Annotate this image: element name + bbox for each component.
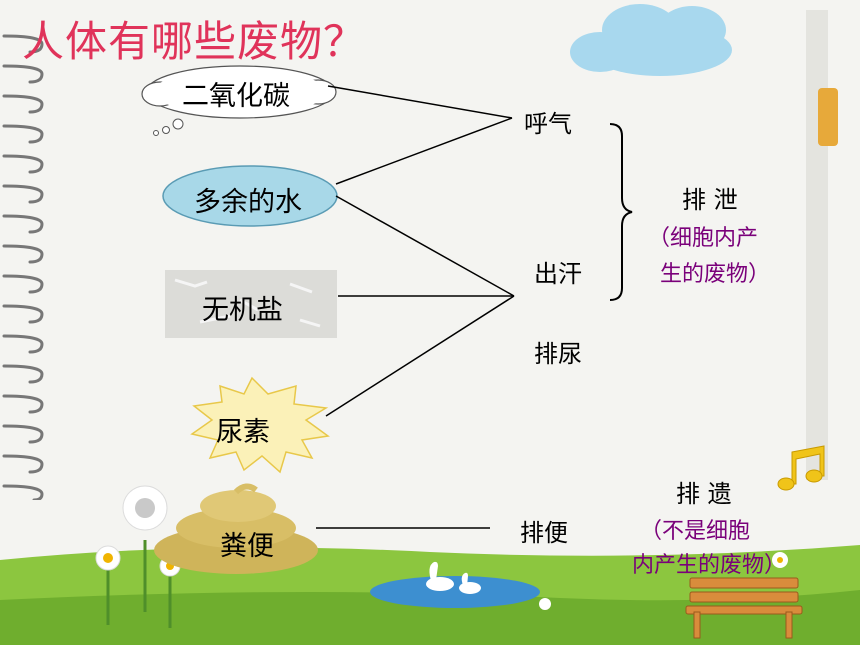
item-label-salt: 无机盐: [202, 295, 283, 326]
excretion-brace: [609, 123, 633, 301]
grass-shade: [0, 590, 860, 645]
bench-icon: [685, 577, 803, 639]
binder-rings: [2, 34, 44, 500]
egestion-heading: 排 遗: [676, 480, 732, 508]
egestion-note-line2: 内产生的废物）: [632, 553, 787, 578]
item-label-co2: 二氧化碳: [182, 81, 290, 112]
egestion-note-line1: （不是细胞: [640, 519, 751, 544]
salt-texture: [165, 270, 337, 338]
urea-burst: [190, 376, 330, 474]
cloud-icon: [570, 4, 732, 76]
pond: [370, 576, 540, 608]
bookmark-tab: [818, 88, 838, 146]
connector-lines: [316, 85, 515, 529]
thought-bubble: [141, 65, 337, 136]
excretion-heading: 排 泄: [682, 186, 738, 214]
page-title: 人体有哪些废物？: [22, 17, 367, 66]
swan-icon: [426, 561, 481, 594]
item-label-feces: 粪便: [220, 531, 274, 562]
process-urinate: 排尿: [534, 340, 582, 368]
music-note-icon: [777, 445, 825, 491]
feces-mound: [154, 483, 318, 574]
item-label-water: 多余的水: [194, 187, 302, 218]
excretion-note-line2: 生的废物）: [660, 262, 771, 287]
process-defecate: 排便: [520, 519, 568, 547]
process-exhale: 呼气: [524, 110, 572, 138]
excretion-note-line1: （细胞内产: [648, 226, 759, 251]
process-sweat: 出汗: [534, 260, 582, 288]
item-label-urea: 尿素: [216, 417, 270, 448]
